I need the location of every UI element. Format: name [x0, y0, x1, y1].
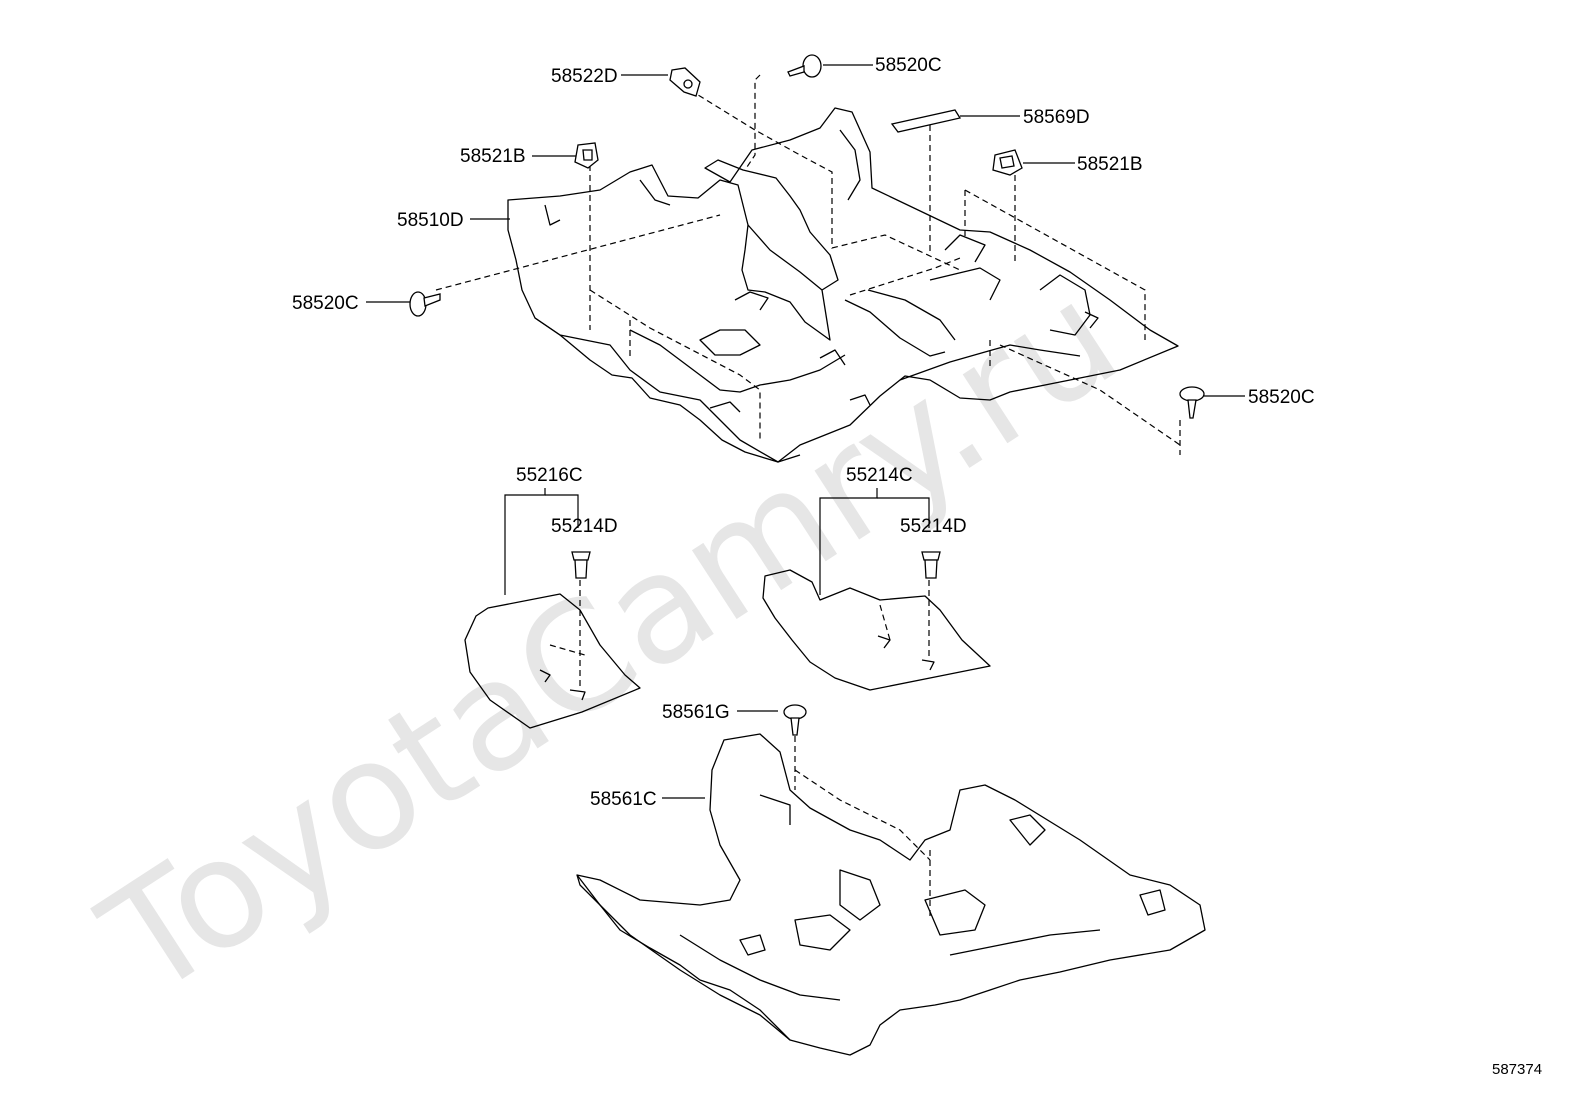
- label-58520C-right: 58520C: [1248, 387, 1315, 408]
- floor-mat-55216C: [464, 570, 641, 729]
- floor-carpet-58510D: [507, 107, 1179, 463]
- clip-58521B-right-part: [992, 149, 1023, 176]
- label-55214D-left: 55214D: [551, 516, 618, 537]
- clip-58521B-left-part: [574, 142, 599, 169]
- clip-58522D-part: [669, 67, 701, 97]
- label-58522D: 58522D: [551, 66, 618, 87]
- clip-55214D-left-part: [571, 551, 591, 579]
- label-58510D: 58510D: [397, 210, 464, 231]
- floor-silencer-58561C: [576, 726, 1206, 1056]
- label-58561G: 58561G: [662, 702, 730, 723]
- label-58561C: 58561C: [590, 789, 657, 810]
- clip-58520C-left-part: [409, 291, 441, 317]
- clip-55214D-right-part: [921, 551, 941, 579]
- label-58521B-right: 58521B: [1077, 154, 1143, 175]
- label-58521B-left: 58521B: [460, 146, 526, 167]
- label-55216C: 55216C: [516, 465, 583, 486]
- plate-58569D-part: [890, 109, 962, 133]
- diagram-code: 587374: [1492, 1061, 1542, 1078]
- label-58569D: 58569D: [1023, 107, 1090, 128]
- watermark-text: ToyotaCamry.ru: [74, 250, 1147, 1031]
- leader-lines: [366, 64, 1245, 799]
- label-55214D-right: 55214D: [900, 516, 967, 537]
- label-55214C: 55214C: [846, 465, 913, 486]
- carpet-dashed-guides: [435, 74, 1181, 455]
- label-58520C-left: 58520C: [292, 293, 359, 314]
- clip-58561G-part: [783, 704, 807, 736]
- part-labels: 58522D 58520C 58569D 58521B 58521B 58510…: [292, 55, 1542, 1078]
- label-58520C-top: 58520C: [875, 55, 942, 76]
- floor-mat-55214C: [762, 569, 991, 691]
- clip-58520C-top-part: [787, 54, 822, 78]
- clip-58520C-right-part: [1179, 386, 1205, 419]
